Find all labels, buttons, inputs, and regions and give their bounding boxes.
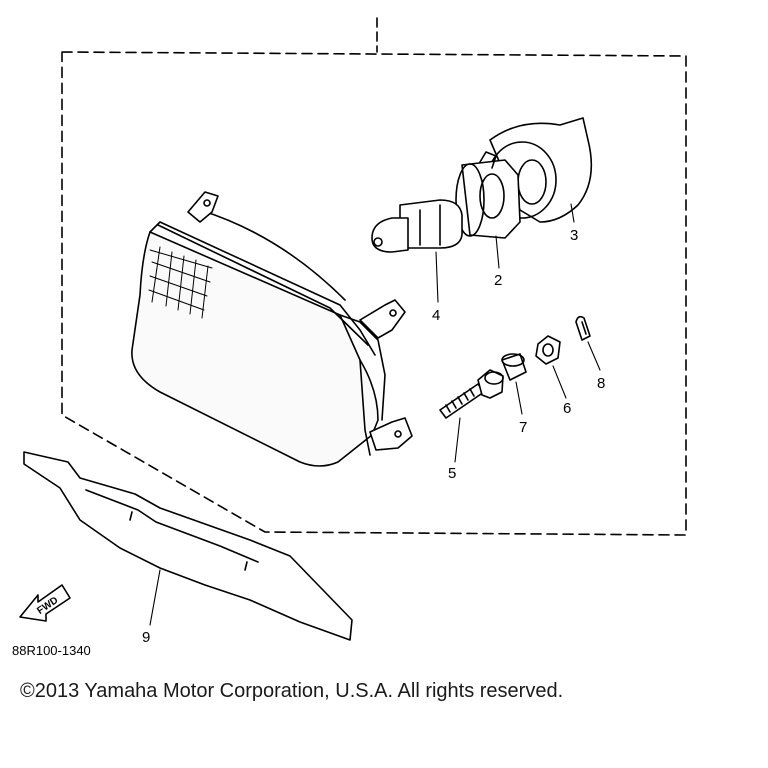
spacer-part-7 xyxy=(501,353,527,381)
callout-7: 7 xyxy=(519,419,527,436)
drawing-reference: 88R100-1340 xyxy=(12,643,91,658)
headlight-unit xyxy=(131,191,413,467)
callout-4: 4 xyxy=(432,307,440,324)
bulb-socket-part-2 xyxy=(455,151,521,239)
callout-8: 8 xyxy=(597,375,605,392)
callout-9: 9 xyxy=(142,629,150,646)
nut-part-6 xyxy=(535,335,561,365)
callout-5: 5 xyxy=(448,465,456,482)
callout-6: 6 xyxy=(563,400,571,417)
bulb-part-4 xyxy=(371,199,463,253)
callout-3: 3 xyxy=(570,227,578,244)
callout-2: 2 xyxy=(494,272,502,289)
forward-arrow-icon xyxy=(19,584,71,622)
cover-panel-part-9 xyxy=(23,451,353,641)
assembly-boundary xyxy=(61,17,687,536)
leader-lines xyxy=(149,203,601,626)
small-bulb-part-8 xyxy=(575,315,591,341)
copyright-notice: ©2013 Yamaha Motor Corporation, U.S.A. A… xyxy=(20,680,564,702)
adjusting-screw-part-5 xyxy=(439,369,504,419)
